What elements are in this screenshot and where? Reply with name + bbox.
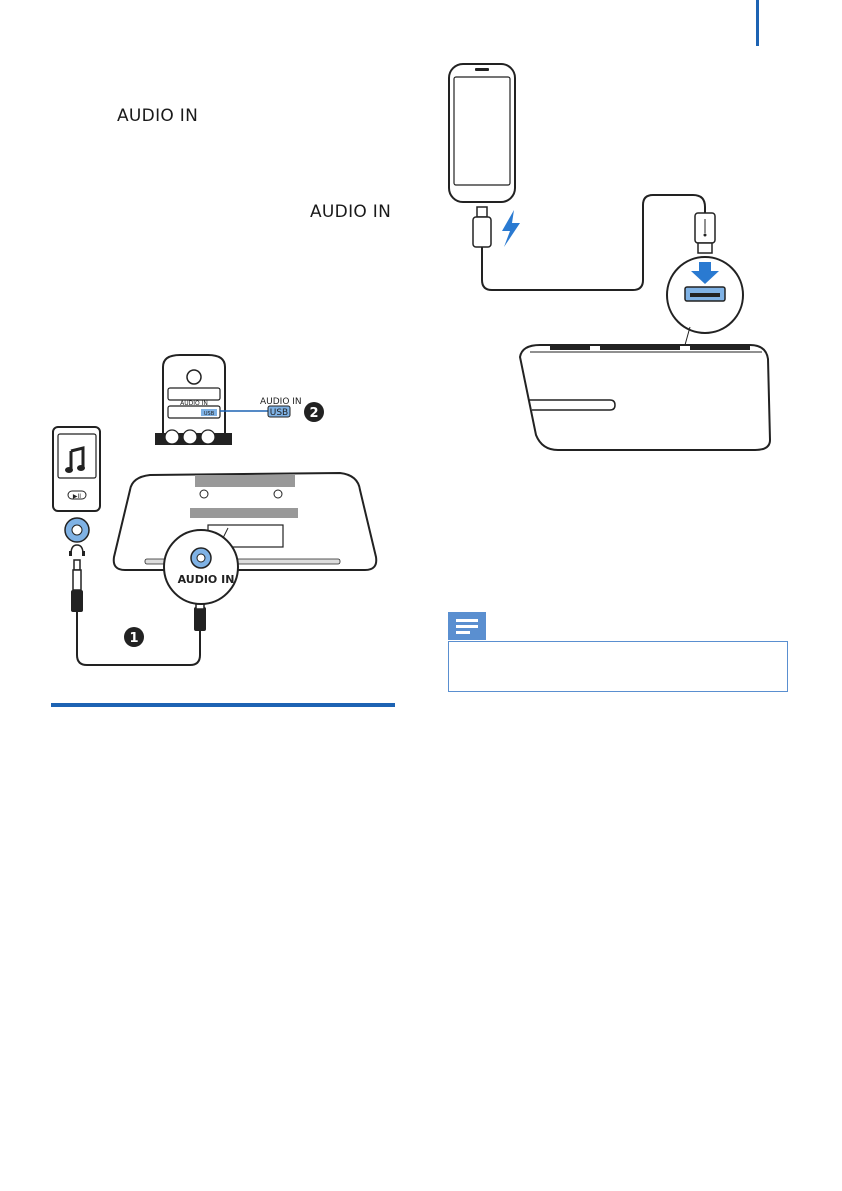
audio-in-callout: AUDIO IN (163, 527, 239, 605)
music-note-icon (65, 446, 85, 473)
lightning-icon (502, 210, 520, 247)
headphones-icon (69, 544, 85, 556)
speaker-side-inset: AUDIO IN USB AUDIO IN USB 2 (155, 354, 324, 445)
usb-cable (472, 194, 716, 291)
step-2-badge (304, 402, 324, 422)
arrow-down-icon (691, 262, 719, 284)
section-divider (51, 703, 395, 707)
usb-icon (703, 219, 707, 237)
svg-text:▶II: ▶II (73, 493, 81, 500)
music-player: ▶II (52, 426, 101, 556)
usb-charging-illustration (448, 63, 772, 451)
audio-in-label: AUDIO IN (117, 106, 199, 126)
page-edge-marker (756, 0, 759, 46)
speaker-front (518, 344, 772, 451)
step-1-badge (124, 627, 144, 647)
inset-label-usb: USB (270, 408, 288, 418)
callout-audio-in-text: AUDIO IN (178, 573, 235, 586)
usb-port-callout (666, 256, 744, 346)
note-icon (448, 612, 486, 640)
inset-usb-text: USB (204, 411, 215, 417)
speaker-back (112, 471, 378, 571)
smartphone (448, 63, 516, 203)
note-box (448, 641, 788, 692)
inset-audio-in-text: AUDIO IN (180, 400, 208, 407)
step-1-number: 1 (129, 631, 138, 646)
inset-label-audio-in: AUDIO IN (260, 397, 302, 407)
audio-in-label: AUDIO IN (310, 202, 392, 222)
audio-in-connection-illustration: AUDIO IN USB AUDIO IN USB 2 ▶II (52, 354, 378, 666)
step-2-number: 2 (309, 406, 318, 421)
